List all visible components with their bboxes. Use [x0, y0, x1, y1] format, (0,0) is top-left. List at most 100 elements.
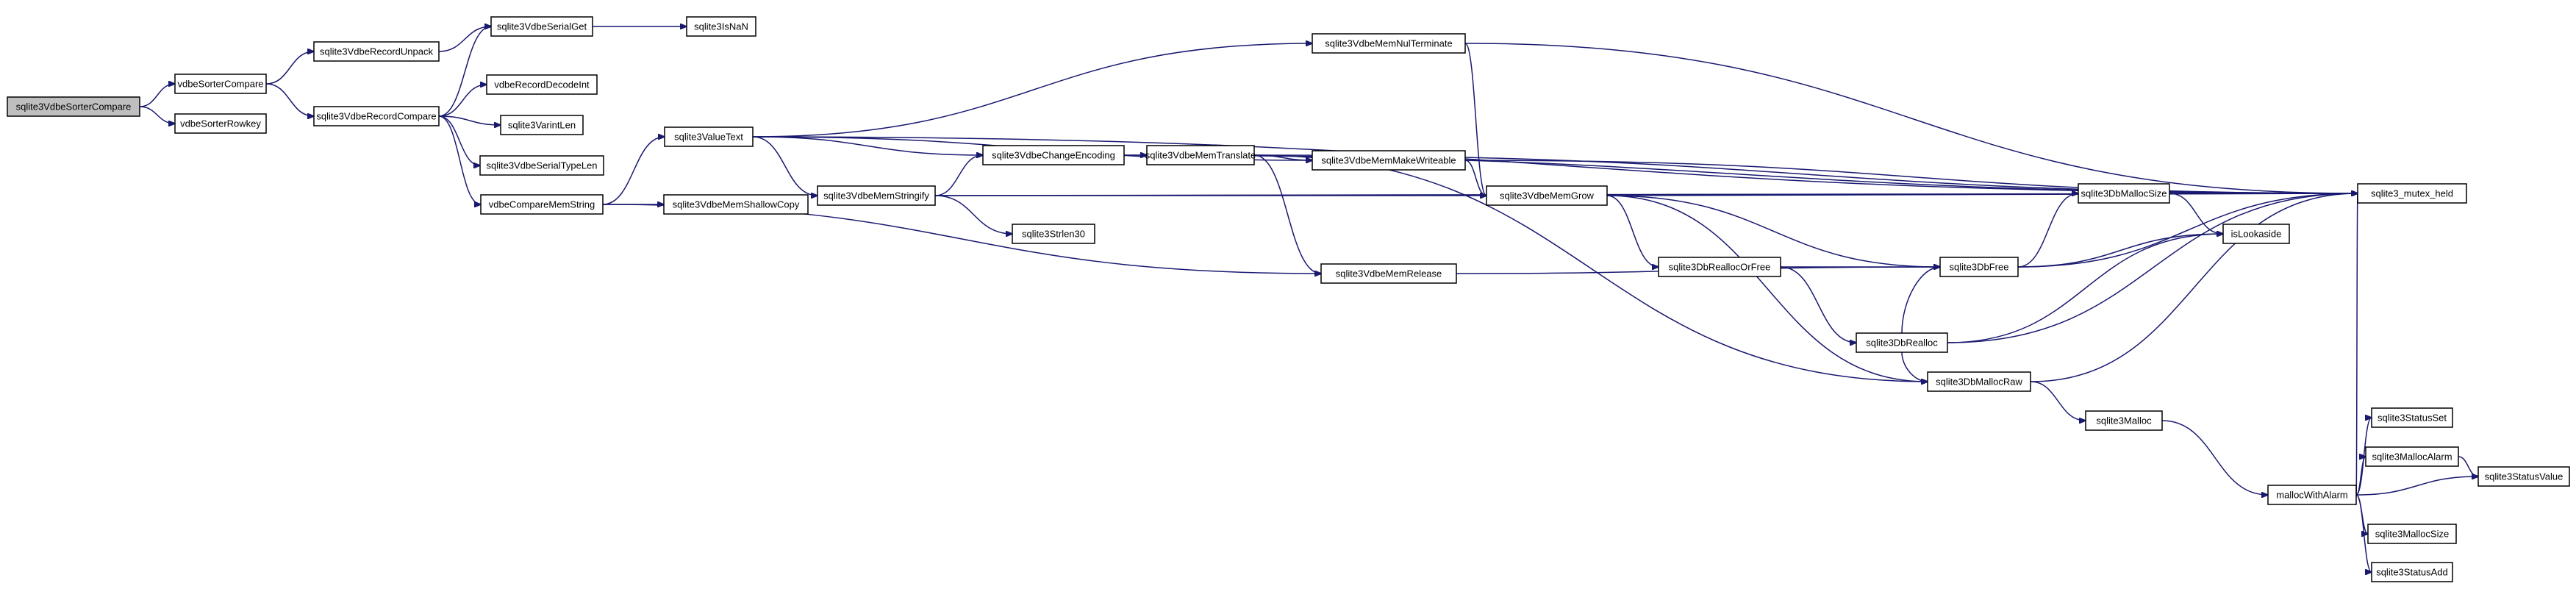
node-mallocsize[interactable]: sqlite3MallocSize — [2367, 524, 2457, 544]
edge-dbrealloc-to-dbfree — [1901, 267, 1940, 334]
node-label: sqlite3VdbeRecordUnpack — [320, 46, 433, 57]
node-label: sqlite3Strlen30 — [1022, 228, 1085, 239]
node-label: vdbeSorterCompare — [177, 78, 263, 89]
node-varintlen[interactable]: sqlite3VarintLen — [500, 115, 584, 135]
edge-valuetext-to-changeencoding — [752, 136, 983, 155]
node-box — [313, 41, 440, 62]
edge-recordcompare-to-serialget — [438, 26, 491, 117]
node-statusadd[interactable]: sqlite3StatusAdd — [2371, 562, 2453, 582]
edge-dbrealloc-to-islookaside — [1947, 234, 2223, 343]
node-box — [1486, 185, 1608, 206]
node-recorddecodeint[interactable]: vdbeRecordDecodeInt — [486, 74, 598, 95]
node-memnulterminate[interactable]: sqlite3VdbeMemNulTerminate — [1312, 33, 1466, 54]
node-serialget[interactable]: sqlite3VdbeSerialGet — [490, 16, 593, 37]
node-box — [174, 74, 267, 94]
node-sortercompare[interactable]: sqlite3VdbeSorterCompare — [7, 96, 140, 117]
node-label: sqlite3VdbeMemShallowCopy — [673, 199, 800, 210]
edge-recordcompare-to-serialtypelen — [438, 115, 480, 165]
node-dbrealloc[interactable]: sqlite3DbRealloc — [1856, 332, 1948, 353]
node-box — [664, 126, 754, 147]
node-box — [1012, 224, 1095, 244]
node-recordunpack[interactable]: sqlite3VdbeRecordUnpack — [313, 41, 440, 62]
node-box — [500, 115, 584, 135]
edge-recordcompare-to-recorddecodeint — [438, 85, 487, 117]
node-label: sqlite3VdbeMemRelease — [1336, 268, 1442, 279]
edge-mallocwithalarm-to-mallocalarm — [2355, 457, 2366, 496]
node-box — [982, 145, 1125, 165]
edge-dbrealloc-to-mutexheld — [1947, 193, 2358, 343]
edge-memstringify-to-changeencoding — [934, 155, 983, 196]
node-memrelease[interactable]: sqlite3VdbeMemRelease — [1320, 263, 1457, 284]
edge-recordcompare-to-comparememstring — [438, 115, 481, 204]
node-box — [1146, 145, 1255, 165]
node-mallocalarm[interactable]: sqlite3MallocAlarm — [2365, 446, 2459, 467]
node-label: sqlite3VdbeSorterCompare — [16, 101, 132, 112]
node-label: sqlite3VdbeMemStringify — [823, 190, 929, 201]
node-memmakewriteable[interactable]: sqlite3VdbeMemMakeWriteable — [1312, 150, 1466, 171]
node-mallocwithalarm[interactable]: mallocWithAlarm — [2267, 485, 2357, 505]
node-recordcompare[interactable]: sqlite3VdbeRecordCompare — [313, 106, 440, 126]
node-memshallowcopy[interactable]: sqlite3VdbeMemShallowCopy — [663, 194, 809, 215]
node-label: sqlite3ValueText — [674, 131, 743, 142]
edge-dbfree-to-mutexheld — [2017, 193, 2358, 268]
node-label: sqlite3DbMallocRaw — [1936, 376, 2022, 387]
node-label: sqlite3VdbeSerialTypeLen — [486, 160, 597, 171]
node-box — [2367, 524, 2457, 544]
node-memgrow[interactable]: sqlite3VdbeMemGrow — [1486, 185, 1608, 206]
node-box — [1927, 371, 2031, 392]
node-box — [1312, 33, 1466, 54]
edge-valuetext-to-memnulterminate — [752, 43, 1312, 138]
node-box — [486, 74, 598, 95]
node-box — [1939, 257, 2019, 277]
edge-valuetext-to-mutexheld — [752, 136, 2358, 193]
node-changeencoding[interactable]: sqlite3VdbeChangeEncoding — [982, 145, 1125, 165]
node-box — [2365, 446, 2459, 467]
node-vdbesorterrowkey[interactable]: vdbeSorterRowkey — [174, 113, 267, 134]
node-label: vdbeSorterRowkey — [180, 118, 261, 129]
nodes-layer: sqlite3VdbeSorterCompare vdbeSorterCompar… — [7, 16, 2570, 582]
node-comparememstring[interactable]: vdbeCompareMemString — [480, 194, 604, 215]
node-label: mallocWithAlarm — [2276, 489, 2348, 500]
node-isnan[interactable]: sqlite3IsNaN — [686, 16, 756, 37]
node-label: sqlite3MallocSize — [2375, 528, 2449, 539]
node-statusvalue[interactable]: sqlite3StatusValue — [2477, 466, 2570, 487]
edge-memstringify-to-strlen30 — [934, 195, 1012, 234]
edge-dbfree-to-dbmallocsize — [2017, 193, 2078, 268]
node-strlen30[interactable]: sqlite3Strlen30 — [1012, 224, 1095, 244]
node-dbmallocraw[interactable]: sqlite3DbMallocRaw — [1927, 371, 2031, 392]
node-label: sqlite3StatusSet — [2378, 412, 2447, 423]
edge-mallocwithalarm-to-statusadd — [2355, 494, 2372, 572]
node-label: sqlite3VdbeChangeEncoding — [992, 149, 1115, 160]
node-statusset[interactable]: sqlite3StatusSet — [2371, 407, 2453, 428]
node-box — [7, 96, 140, 117]
edge-recordcompare-to-varintlen — [438, 115, 501, 125]
edge-dbrealloc-to-dbmallocraw — [1901, 351, 1928, 382]
node-label: sqlite3Malloc — [2096, 415, 2152, 426]
node-box — [480, 194, 604, 215]
edge-mallocalarm-to-statusvalue — [2458, 456, 2478, 476]
node-serialtypelen[interactable]: sqlite3VdbeSerialTypeLen — [479, 155, 604, 176]
node-memstringify[interactable]: sqlite3VdbeMemStringify — [817, 185, 936, 206]
node-box — [686, 16, 756, 37]
node-label: sqlite3StatusValue — [2485, 471, 2564, 482]
node-box — [2357, 183, 2467, 204]
node-vdbesortercompare[interactable]: vdbeSorterCompare — [174, 74, 267, 94]
node-label: vdbeRecordDecodeInt — [494, 79, 590, 90]
node-mutexheld[interactable]: sqlite3_mutex_held — [2357, 183, 2467, 204]
node-box — [313, 106, 440, 126]
node-dbreallocorfree[interactable]: sqlite3DbReallocOrFree — [1658, 257, 1781, 277]
node-label: sqlite3DbReallocOrFree — [1669, 261, 1771, 272]
node-dbfree[interactable]: sqlite3DbFree — [1939, 257, 2019, 277]
node-label: sqlite3DbFree — [1950, 261, 2009, 272]
node-box — [2085, 410, 2163, 431]
edge-changeencoding-to-mutexheld — [1123, 154, 2358, 193]
node-dbmallocsize[interactable]: sqlite3DbMallocSize — [2078, 183, 2170, 204]
node-box — [2371, 407, 2453, 428]
node-memtranslate[interactable]: sqlite3VdbeMemTranslate — [1145, 145, 1256, 165]
node-label: isLookaside — [2231, 228, 2282, 239]
node-islookaside[interactable]: isLookaside — [2222, 224, 2290, 244]
node-malloc[interactable]: sqlite3Malloc — [2085, 410, 2163, 431]
node-valuetext[interactable]: sqlite3ValueText — [664, 126, 754, 147]
node-label: sqlite3DbRealloc — [1866, 337, 1938, 348]
